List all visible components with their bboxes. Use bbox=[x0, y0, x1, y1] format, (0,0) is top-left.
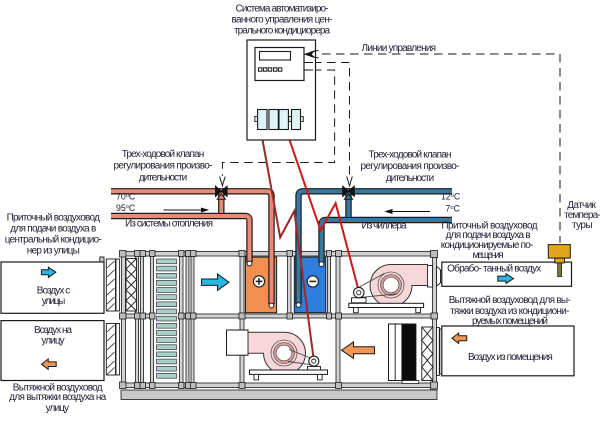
svg-text:трального кондициорера: трального кондициорера bbox=[234, 26, 330, 37]
svg-text:Линии управления: Линии управления bbox=[362, 43, 437, 54]
svg-text:Вытяжной воздуховод: Вытяжной воздуховод bbox=[13, 382, 103, 393]
svg-text:95оС: 95оС bbox=[116, 203, 136, 213]
svg-text:улицу: улицу bbox=[46, 403, 69, 414]
svg-text:руемых помещений: руемых помещений bbox=[472, 316, 548, 327]
svg-text:Воздух на: Воздух на bbox=[34, 325, 73, 336]
svg-text:кондиционируемые по-: кондиционируемые по- bbox=[441, 240, 534, 251]
svg-text:регулирования произво-: регулирования произво- bbox=[361, 161, 460, 172]
svg-text:центральный кондицио-: центральный кондицио- bbox=[5, 235, 102, 246]
svg-text:улицы: улицы bbox=[42, 296, 66, 307]
svg-text:Из чиллера: Из чиллера bbox=[362, 221, 407, 232]
svg-text:туры: туры bbox=[572, 220, 593, 231]
svg-text:для подачи воздуха в: для подачи воздуха в bbox=[10, 224, 96, 235]
svg-text:Воздух из помещения: Воздух из помещения bbox=[468, 352, 553, 363]
svg-text:для подачи воздуха в: для подачи воздуха в bbox=[446, 230, 531, 241]
svg-text:Вытяжной воздуховод для вы-: Вытяжной воздуховод для вы- bbox=[449, 295, 571, 306]
svg-text:для вытяжки воздуха на: для вытяжки воздуха на bbox=[9, 392, 106, 403]
svg-text:дительности: дительности bbox=[139, 172, 188, 183]
svg-text:12оС: 12оС bbox=[441, 192, 461, 202]
svg-text:Приточный воздуховод: Приточный воздуховод bbox=[7, 213, 101, 224]
svg-text:тяжки воздуха из кондициони-: тяжки воздуха из кондициони- bbox=[450, 306, 569, 317]
svg-text:Обрабо- танный воздух: Обрабо- танный воздух bbox=[447, 262, 541, 274]
svg-text:нер из улицы: нер из улицы bbox=[27, 246, 80, 257]
svg-text:улицу: улицу bbox=[41, 335, 64, 346]
svg-text:Приточный воздуховод: Приточный воздуховод bbox=[441, 221, 537, 232]
svg-text:мещения: мещения bbox=[473, 250, 504, 261]
svg-text:7оС: 7оС bbox=[446, 204, 461, 214]
svg-text:Трех-ходовой клапан: Трех-ходовой клапан bbox=[122, 149, 205, 160]
svg-text:регулирования произво-: регулирования произво- bbox=[114, 161, 213, 172]
svg-text:дительности: дительности bbox=[386, 173, 435, 184]
svg-text:Трех-ходовой клапан: Трех-ходовой клапан bbox=[369, 150, 452, 161]
svg-text:темпера-: темпера- bbox=[564, 210, 600, 221]
svg-text:Воздух с: Воздух с bbox=[37, 285, 71, 296]
svg-text:ванного управления цен-: ванного управления цен- bbox=[232, 15, 333, 26]
svg-text:70оС: 70оС bbox=[116, 192, 136, 202]
svg-text:Датчик: Датчик bbox=[567, 200, 596, 211]
svg-text:Система автоматизиро-: Система автоматизиро- bbox=[236, 4, 329, 15]
svg-text:Из системы отопления: Из системы отопления bbox=[125, 219, 213, 230]
